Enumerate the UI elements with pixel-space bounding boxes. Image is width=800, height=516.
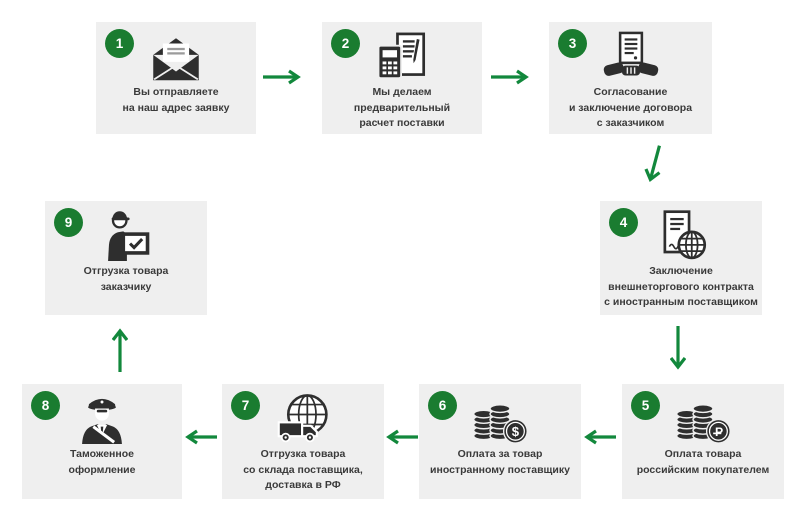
step-label-line: на наш адрес заявку — [122, 101, 230, 114]
step-7-card: 7 Отгрузка товара со склада поставщика, … — [222, 384, 384, 499]
arrow-step4-step5 — [670, 326, 686, 370]
arrow-step3-step4 — [644, 145, 661, 183]
globe-truck-icon — [222, 392, 384, 444]
step-2-label: Мы делаем предварительный расчет поставк… — [322, 85, 482, 132]
step-9-number-badge: 9 — [54, 208, 83, 237]
step-8-label: Таможенное оформление — [22, 447, 182, 478]
step-label-line: заказчику — [100, 280, 152, 293]
step-label-line: со склада поставщика, — [243, 463, 363, 476]
contract-handshake-icon — [549, 30, 712, 82]
customs-officer-icon — [22, 392, 182, 444]
step-5-label: Оплата товара российским покупателем — [622, 447, 784, 478]
step-label-line: Таможенное — [70, 448, 134, 460]
step-6-card: 6 $ Оплата за товар иностранному поставщ… — [419, 384, 581, 499]
calculator-document-icon — [322, 30, 482, 82]
step-6-number-badge: 6 — [428, 391, 457, 420]
step-9-label: Отгрузка товара заказчику — [45, 264, 207, 295]
step-8-number-badge: 8 — [31, 391, 60, 420]
step-label-line: Оплата за товар — [457, 448, 543, 460]
step-label-line: внешнеторгового контракта — [608, 280, 754, 293]
mail-icon — [96, 30, 256, 82]
step-2-card: 2 Мы делаем предварительный ра — [322, 22, 482, 134]
step-8-card: 8 Таможенное оформление — [22, 384, 182, 499]
step-label-line: доставка в РФ — [265, 479, 341, 492]
step-3-label: Согласование и заключение договора с зак… — [549, 85, 712, 132]
step-label-line: оформление — [68, 463, 136, 476]
step-label-line: Отгрузка товара — [83, 265, 169, 277]
step-label-line: Согласование — [593, 86, 668, 98]
step-label-line: Заключение — [649, 265, 713, 277]
step-label-line: Оплата товара — [664, 448, 742, 460]
svg-text:P: P — [715, 425, 723, 439]
step-label-line: Мы делаем — [372, 86, 432, 98]
coins-ruble-icon: P — [622, 392, 784, 444]
step-4-number-badge: 4 — [609, 208, 638, 237]
arrow-step8-step9 — [112, 328, 128, 372]
step-4-label: Заключение внешнеторгового контракта с и… — [600, 264, 762, 311]
arrow-step1-step2 — [263, 69, 301, 85]
step-2-number-badge: 2 — [331, 29, 360, 58]
step-label-line: и заключение договора — [568, 101, 693, 114]
step-label-line: иностранному поставщику — [430, 463, 570, 476]
step-1-label: Вы отправляете на наш адрес заявку — [96, 85, 256, 116]
dollar-symbol: $ — [512, 424, 520, 439]
arrow-step6-step7 — [386, 429, 418, 445]
courier-box-icon — [45, 209, 207, 261]
step-6-label: Оплата за товар иностранному поставщику — [419, 447, 581, 478]
arrow-step5-step6 — [584, 429, 616, 445]
step-label-line: Отгрузка товара — [260, 448, 346, 460]
step-5-card: 5 P Оплата товара — [622, 384, 784, 499]
arrow-step2-step3 — [491, 69, 529, 85]
ruble-symbol: P — [713, 425, 723, 439]
step-3-card: 3 Согласование и заключение договора с — [549, 22, 712, 134]
step-label-line: предварительный — [353, 101, 451, 114]
step-label-line: российским покупателем — [636, 463, 770, 476]
contract-globe-icon — [600, 209, 762, 261]
step-label-line: Вы отправляете — [133, 86, 219, 98]
step-1-card: 1 Вы отправляете на наш адрес заявку — [96, 22, 256, 134]
step-9-card: 9 Отгрузка товара заказчику — [45, 201, 207, 315]
step-4-card: 4 Заключение внешнеторгового контракта с… — [600, 201, 762, 315]
arrow-step7-step8 — [185, 429, 217, 445]
step-5-number-badge: 5 — [631, 391, 660, 420]
step-3-number-badge: 3 — [558, 29, 587, 58]
step-1-number-badge: 1 — [105, 29, 134, 58]
step-7-label: Отгрузка товара со склада поставщика, до… — [222, 447, 384, 494]
step-label-line: с иностранным поставщиком — [604, 296, 758, 309]
coins-dollar-icon: $ — [419, 392, 581, 444]
step-label-line: с заказчиком — [596, 117, 665, 130]
step-label-line: расчет поставки — [359, 117, 445, 130]
step-7-number-badge: 7 — [231, 391, 260, 420]
